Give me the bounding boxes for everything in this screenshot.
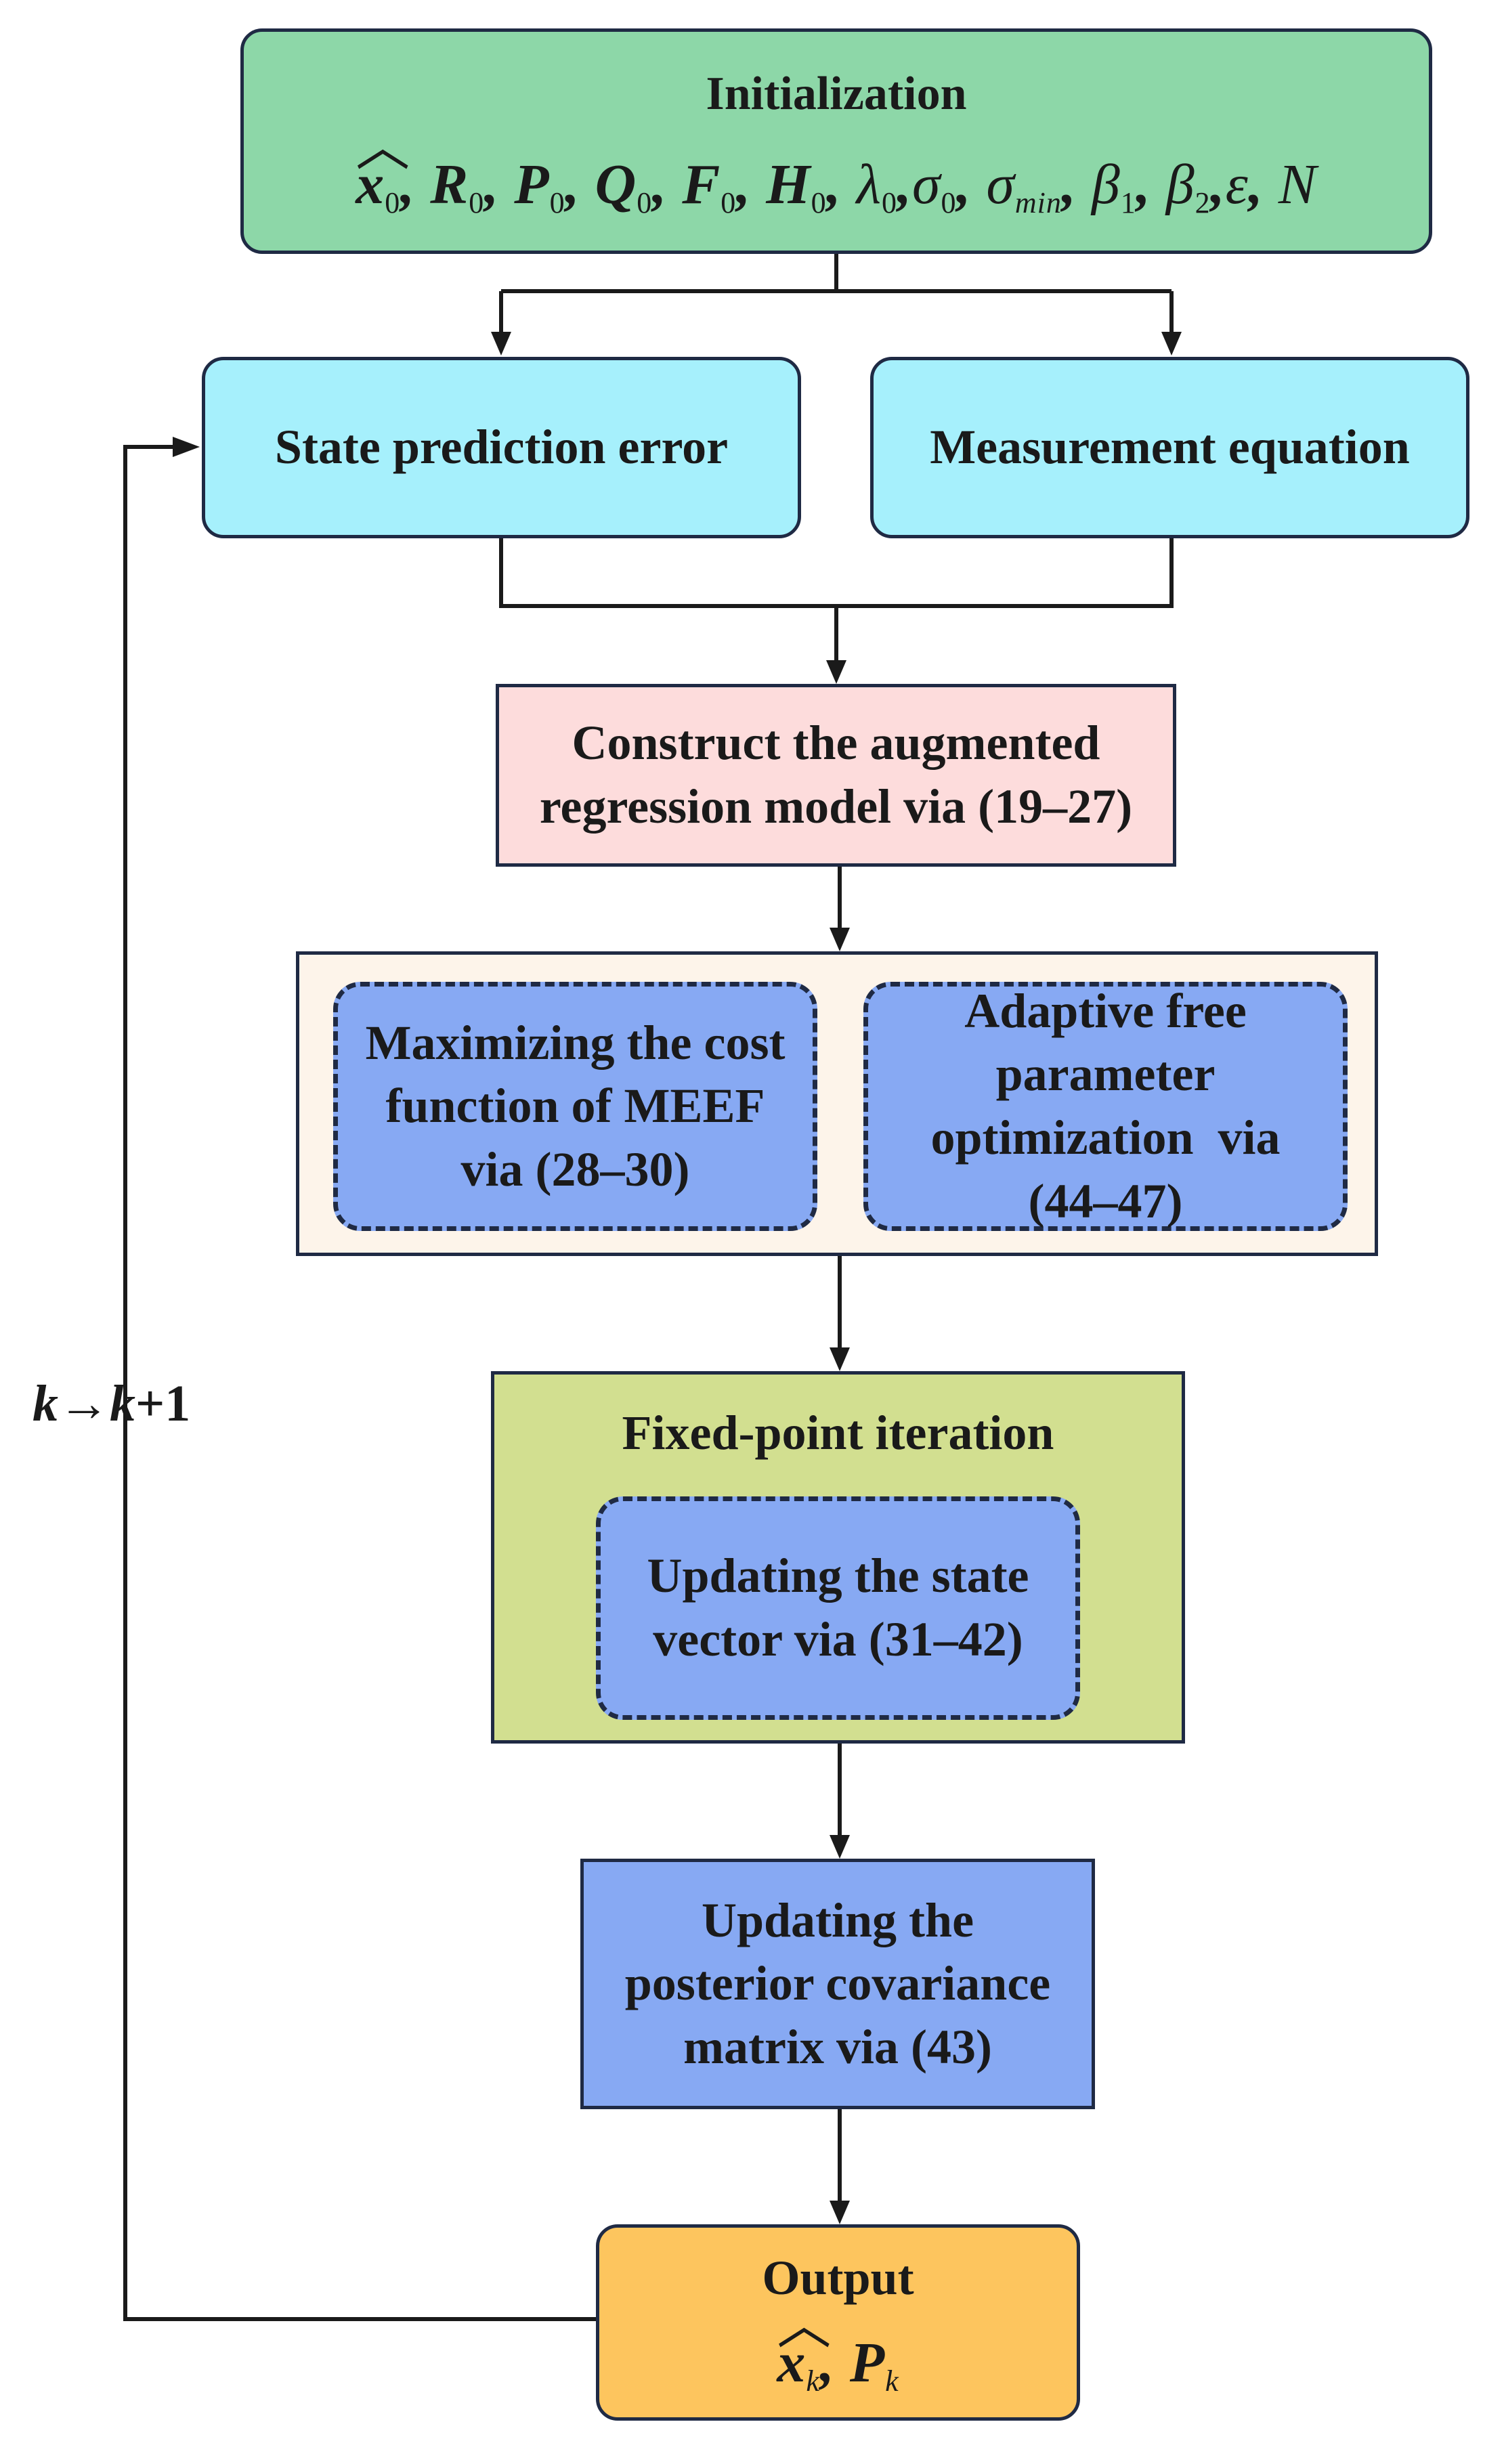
meef-cost-box: Maximizing the cost function of MEEF via… xyxy=(333,982,817,1231)
arrowhead-right xyxy=(1161,332,1182,355)
loop-increment-label: k→k+1 xyxy=(33,1375,191,1432)
state-update-line-1: Updating the state xyxy=(647,1549,1029,1603)
adaptive-line-4: (44–47) xyxy=(1028,1173,1183,1228)
adaptive-parameter-box: Adaptive free parameter optimization via… xyxy=(863,982,1348,1231)
arrowhead-optimization xyxy=(830,928,850,951)
adaptive-line-1: Adaptive free xyxy=(964,983,1247,1038)
initialization-parameters: ︿x0, R0, P0, Q0, F0, H0, λ0,σ0, σmin, β1… xyxy=(356,117,1317,219)
measurement-equation-box: Measurement equation xyxy=(870,357,1469,538)
meef-line-1: Maximizing the cost xyxy=(365,1015,786,1070)
output-title: Output xyxy=(762,2250,914,2305)
covariance-line-3: matrix via (43) xyxy=(683,2019,992,2074)
fixed-point-title: Fixed-point iteration xyxy=(622,1406,1054,1460)
covariance-line-2: posterior covariance xyxy=(624,1956,1051,2011)
x-hat-symbol: ︿x xyxy=(356,117,411,216)
hat-icon: ︿ xyxy=(777,2296,832,2356)
arrowhead-augmented xyxy=(826,660,846,684)
adaptive-line-2: parameter xyxy=(995,1047,1216,1102)
augmented-line-2: regression model via (19–27) xyxy=(539,779,1133,834)
initialization-title: Initialization xyxy=(706,67,967,120)
state-prediction-error-box: State prediction error xyxy=(202,357,801,538)
arrowhead-fixedpoint xyxy=(830,1347,850,1371)
meef-line-2: function of MEEF xyxy=(385,1079,765,1133)
arrowhead-loop xyxy=(173,437,200,457)
output-box: Output ︿xk, Pk xyxy=(596,2224,1080,2421)
meef-line-3: via (28–30) xyxy=(460,1142,690,1196)
measurement-equation-label: Measurement equation xyxy=(930,420,1410,475)
posterior-covariance-box: Updating the posterior covariance matrix… xyxy=(580,1859,1095,2109)
covariance-line-1: Updating the xyxy=(701,1893,974,1947)
connector-merge xyxy=(499,538,1174,660)
augmented-line-1: Construct the augmented xyxy=(572,716,1100,771)
connector-feedback-loop xyxy=(123,445,596,2321)
state-prediction-error-label: State prediction error xyxy=(274,420,729,475)
hat-icon: ︿ xyxy=(356,117,411,177)
x-hat-symbol: ︿x xyxy=(777,2296,832,2395)
arrowhead-left xyxy=(491,332,511,355)
state-update-line-2: vector via (31–42) xyxy=(653,1612,1023,1666)
connector-init-split xyxy=(499,254,1174,332)
output-symbols: ︿xk, Pk xyxy=(777,2296,899,2398)
augmented-regression-box: Construct the augmented regression model… xyxy=(496,684,1176,867)
state-vector-update-box: Updating the state vector via (31–42) xyxy=(596,1496,1080,1720)
initialization-box: Initialization ︿x0, R0, P0, Q0, F0, H0, … xyxy=(240,28,1432,254)
adaptive-line-3: optimization via xyxy=(930,1110,1281,1165)
arrowhead-covariance xyxy=(830,1835,850,1859)
arrowhead-output xyxy=(830,2201,850,2224)
